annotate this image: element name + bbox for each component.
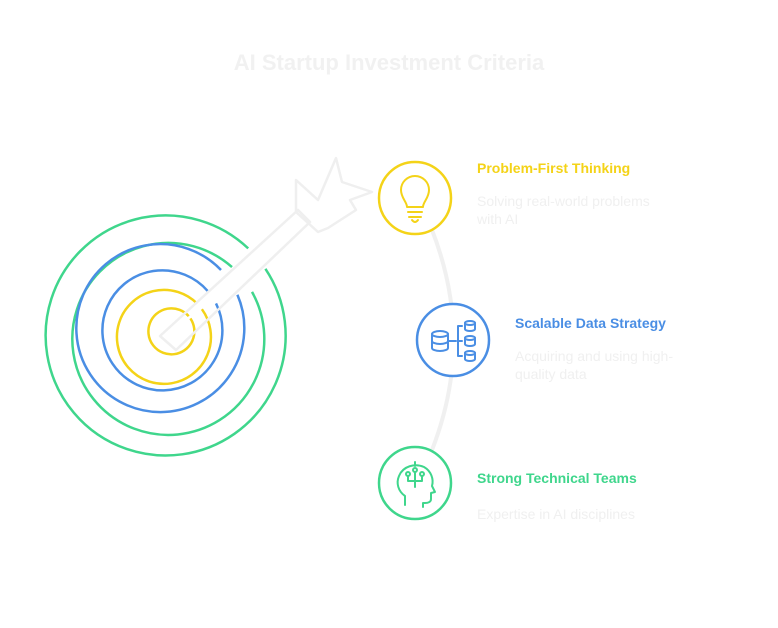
arrow-icon <box>158 156 374 352</box>
brain-head-icon <box>396 461 436 508</box>
diagram-title: AI Startup Investment Criteria <box>233 50 545 75</box>
problem-first-icon-circle <box>377 160 453 236</box>
database-network-icon <box>431 320 476 362</box>
target-icon <box>44 214 287 457</box>
data-strategy-title: Scalable Data Strategy <box>515 315 666 331</box>
target-ring-inner-yellow <box>147 307 196 356</box>
arrow-shaft <box>158 208 312 352</box>
technical-teams-title: Strong Technical Teams <box>477 470 637 486</box>
target-ring-outer-yellow <box>115 288 213 386</box>
target-ring-outer-green <box>44 214 287 457</box>
technical-teams-description: Expertise in AI disciplines <box>477 506 635 522</box>
problem-first-description: Solving real-world problems with AI <box>477 193 650 227</box>
data-strategy-description: Acquiring and using high-quality data <box>515 348 673 382</box>
arrow-fletching <box>294 156 374 234</box>
lightbulb-icon <box>400 175 430 223</box>
problem-first-title: Problem-First Thinking <box>477 160 631 176</box>
target-ring-inner-blue <box>101 269 224 392</box>
target-ring-outer-blue <box>75 242 246 414</box>
